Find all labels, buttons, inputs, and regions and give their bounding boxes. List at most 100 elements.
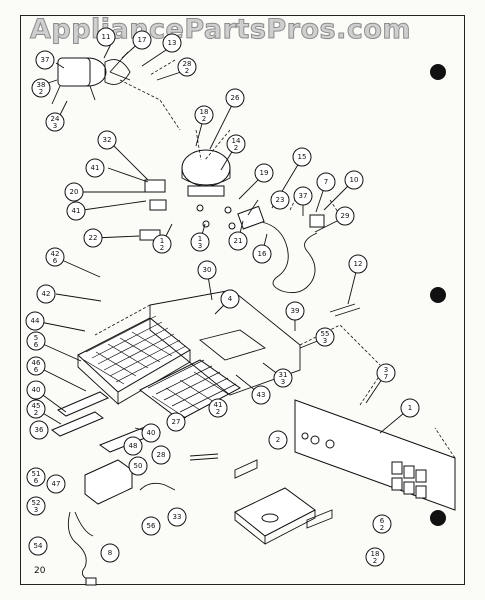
- svg-text:2: 2: [185, 67, 189, 75]
- svg-text:18: 18: [371, 550, 380, 558]
- svg-text:16: 16: [258, 250, 267, 258]
- callout-46: 466: [26, 356, 46, 376]
- callout-40b: 40: [141, 423, 161, 443]
- svg-text:17: 17: [138, 36, 147, 44]
- svg-text:6: 6: [34, 477, 39, 485]
- svg-text:31: 31: [279, 371, 288, 379]
- svg-text:29: 29: [341, 212, 350, 220]
- callout-41b: 41: [66, 201, 86, 221]
- svg-text:33: 33: [173, 513, 182, 521]
- callout-labels: 37 11 17 13 282 382 243 182 26 32 142 15…: [25, 27, 420, 567]
- callout-54: 54: [28, 536, 48, 556]
- wiring-harness: [261, 221, 318, 294]
- callout-16: 16: [252, 244, 272, 264]
- svg-text:3: 3: [53, 122, 57, 130]
- svg-text:7: 7: [324, 178, 328, 186]
- svg-text:41: 41: [214, 401, 223, 409]
- control-panel: [294, 399, 456, 511]
- callout-55: 553: [315, 327, 335, 347]
- svg-text:5: 5: [34, 334, 38, 342]
- binder-hole-bottom: [430, 510, 446, 526]
- callout-1a: 12: [152, 234, 172, 254]
- svg-text:22: 22: [89, 234, 98, 242]
- svg-text:43: 43: [257, 391, 266, 399]
- tube-part: [329, 303, 361, 317]
- svg-text:30: 30: [203, 266, 212, 274]
- svg-text:28: 28: [157, 451, 166, 459]
- svg-text:39: 39: [291, 307, 300, 315]
- diagram-frame: [20, 15, 465, 585]
- svg-text:2: 2: [39, 88, 43, 96]
- svg-text:2: 2: [276, 436, 280, 444]
- callout-36: 36: [29, 420, 49, 440]
- evaporator-coil: [139, 359, 241, 421]
- svg-text:40: 40: [32, 386, 41, 394]
- callout-42b: 42: [36, 284, 56, 304]
- svg-text:10: 10: [350, 176, 359, 184]
- page-number: 20: [34, 566, 46, 576]
- callout-24: 243: [45, 112, 65, 132]
- callout-18b: 182: [365, 547, 385, 567]
- callout-6: 62: [372, 514, 392, 534]
- svg-text:44: 44: [31, 317, 40, 325]
- callout-27: 27: [166, 412, 186, 432]
- svg-text:26: 26: [231, 94, 240, 102]
- svg-text:6: 6: [380, 517, 385, 525]
- svg-text:36: 36: [35, 426, 44, 434]
- svg-text:6: 6: [34, 341, 39, 349]
- callout-3: 37: [376, 363, 396, 383]
- callout-19: 19: [254, 163, 274, 183]
- callout-30: 30: [197, 260, 217, 280]
- svg-text:3: 3: [34, 506, 38, 514]
- brackets: [234, 459, 333, 529]
- callout-38: 382: [31, 78, 51, 98]
- svg-text:45: 45: [32, 402, 41, 410]
- svg-text:13: 13: [168, 39, 177, 47]
- svg-text:2: 2: [160, 244, 164, 252]
- compressor: [181, 149, 231, 197]
- svg-text:3: 3: [323, 337, 327, 345]
- drain-pan: [234, 487, 316, 545]
- svg-text:8: 8: [108, 549, 112, 557]
- svg-text:15: 15: [298, 153, 307, 161]
- callout-18: 182: [194, 105, 214, 125]
- callout-45: 452: [26, 399, 46, 419]
- plug: [85, 577, 97, 586]
- svg-text:1: 1: [198, 235, 202, 243]
- svg-text:32: 32: [103, 136, 112, 144]
- svg-text:1: 1: [160, 237, 164, 245]
- callout-17: 17: [132, 30, 152, 50]
- svg-text:2: 2: [373, 557, 377, 565]
- svg-text:2: 2: [34, 409, 38, 417]
- svg-text:2: 2: [216, 408, 220, 416]
- callout-41a: 41: [85, 158, 105, 178]
- svg-text:47: 47: [52, 480, 61, 488]
- svg-text:40: 40: [147, 429, 156, 437]
- bracket-parts: [139, 179, 325, 241]
- svg-text:2: 2: [380, 524, 384, 532]
- callout-14: 142: [226, 134, 246, 154]
- callout-1b: 13: [190, 232, 210, 252]
- svg-text:14: 14: [232, 137, 241, 145]
- callout-37b: 37: [293, 186, 313, 206]
- svg-text:24: 24: [51, 115, 60, 123]
- svg-text:20: 20: [70, 188, 79, 196]
- svg-text:28: 28: [183, 60, 192, 68]
- callout-37: 37: [35, 50, 55, 70]
- callout-5: 56: [26, 331, 46, 351]
- callout-32: 32: [97, 130, 117, 150]
- callout-43: 43: [251, 385, 271, 405]
- svg-text:56: 56: [147, 522, 156, 530]
- svg-text:51: 51: [32, 470, 41, 478]
- callout-21: 21: [228, 231, 248, 251]
- svg-text:6: 6: [53, 257, 58, 265]
- binder-hole-top: [430, 64, 446, 80]
- svg-text:41: 41: [91, 164, 100, 172]
- callout-10: 10: [344, 170, 364, 190]
- callout-22: 22: [83, 228, 103, 248]
- callout-28b: 28: [151, 445, 171, 465]
- binder-hole-middle: [430, 287, 446, 303]
- callout-56: 56: [141, 516, 161, 536]
- callout-4: 4: [220, 289, 240, 309]
